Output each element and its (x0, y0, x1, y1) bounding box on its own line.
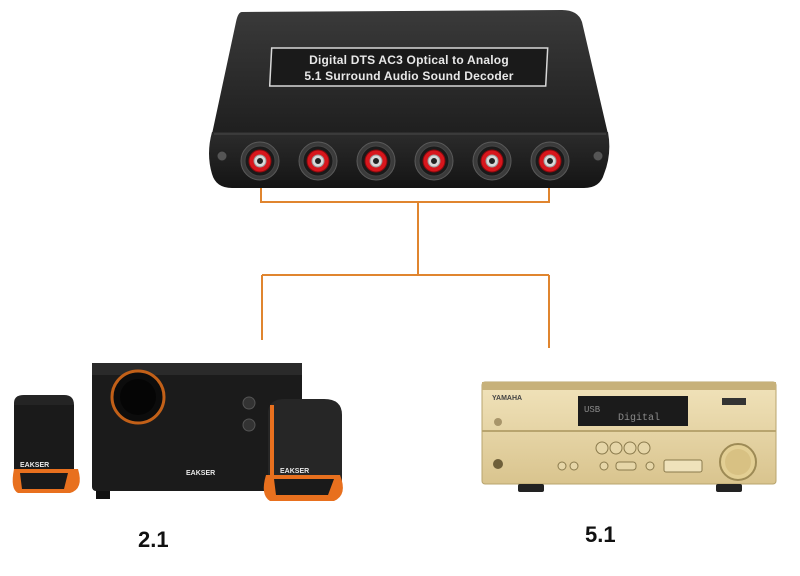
receiver-display (578, 396, 688, 426)
rca-output-jack (356, 141, 396, 181)
caption-2-1: 2.1 (138, 527, 169, 552)
decoder-box: Digital DTS AC3 Optical to Analog 5.1 Su… (209, 10, 610, 188)
rca-output-jack (472, 141, 512, 181)
receiver-brand: YAMAHA (492, 395, 522, 402)
rca-output-jack (298, 141, 338, 181)
right-satellite-speaker: EAKSER (263, 399, 343, 501)
receiver-button (494, 418, 502, 426)
decoder-label-line2: 5.1 Surround Audio Sound Decoder (304, 69, 513, 83)
subwoofer: EAKSER (92, 363, 302, 499)
receiver-display-text: Digital (618, 412, 660, 424)
left-satellite-brand: EAKSER (20, 462, 49, 469)
decoder-label: Digital DTS AC3 Optical to Analog 5.1 Su… (268, 47, 549, 87)
receiver-usb-label: USB (584, 405, 601, 415)
control-knob (242, 396, 256, 410)
receiver-front-buttons (557, 441, 655, 471)
rca-output-jack (414, 141, 454, 181)
wire-decoder-bus (260, 180, 550, 203)
rca-output-jack (530, 141, 570, 181)
decoder-label-line1: Digital DTS AC3 Optical to Analog (309, 53, 509, 67)
speaker-system-2-1: EAKSER EAKSER EAKSER (12, 363, 343, 501)
screw-left (216, 150, 228, 162)
screw-right (592, 150, 604, 162)
control-knob (242, 418, 256, 432)
rca-output-jack (240, 141, 280, 181)
right-satellite-brand: EAKSER (280, 468, 309, 475)
left-satellite-speaker: EAKSER (12, 395, 80, 493)
subwoofer-brand: EAKSER (186, 470, 215, 477)
av-receiver-5-1: USB Digital YAMAHA (481, 381, 777, 492)
headphone-jack (493, 459, 503, 469)
caption-5-1: 5.1 (585, 522, 616, 547)
usb-port (663, 459, 703, 473)
